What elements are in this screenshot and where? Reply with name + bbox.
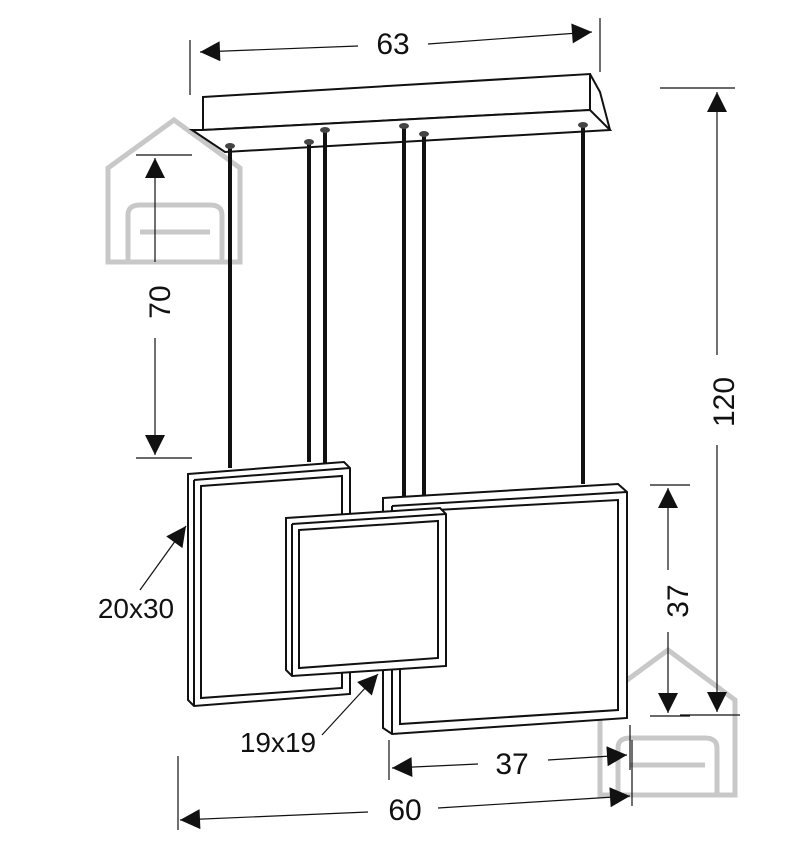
dimension-total-width [177, 740, 633, 830]
dimension-label-total-width: 60 [388, 794, 421, 827]
dimension-large-frame-width [388, 725, 631, 780]
watermark-logo-right [597, 646, 738, 798]
dimension-large-frame-height [650, 484, 690, 717]
watermark-logo-left [105, 116, 243, 265]
callout-label-left-frame: 20x30 [98, 593, 174, 624]
callout-leader-left-frame [139, 525, 187, 591]
dimension-canopy-width [189, 18, 601, 95]
dimension-label-cable-length: 70 [144, 285, 177, 318]
dimension-total-height [660, 87, 740, 716]
dimension-label-total-height: 120 [708, 377, 741, 427]
dimension-label-large-frame-height: 37 [662, 584, 695, 617]
cable-mount-points [225, 122, 588, 149]
suspension-cables [228, 125, 585, 515]
dimension-label-canopy-width: 63 [376, 28, 409, 61]
dimension-label-large-frame-width: 37 [495, 748, 528, 781]
dimension-cable-length [136, 154, 192, 459]
ceiling-canopy [188, 72, 613, 154]
callout-label-small-frame: 19x19 [240, 727, 316, 758]
callout-leader-small-frame [321, 673, 379, 736]
small-frame [285, 506, 447, 678]
